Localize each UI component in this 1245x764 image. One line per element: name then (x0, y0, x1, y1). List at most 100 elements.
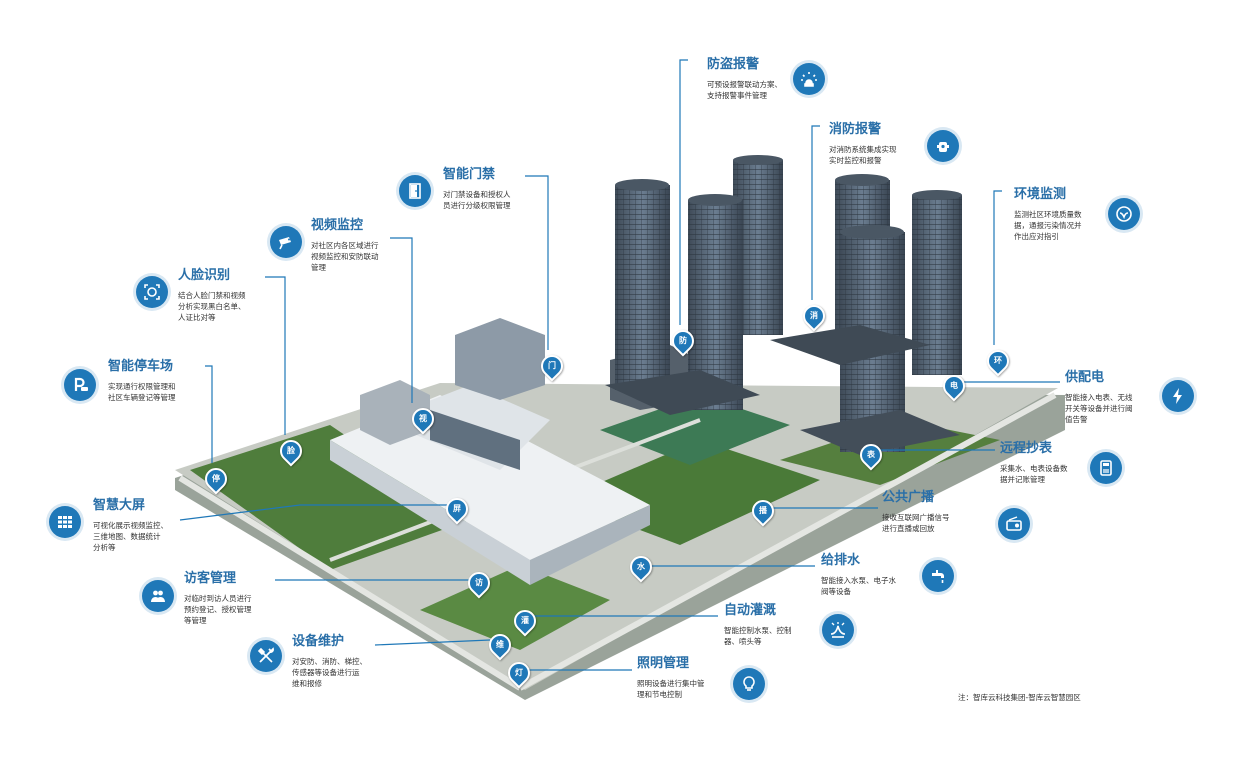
museum-glass (430, 410, 520, 470)
faucet-icon (922, 560, 954, 592)
description-line: 采集水、电表设备数 (1000, 464, 1068, 473)
description-line: 分析实现黑白名单、 (178, 302, 246, 311)
description-line: 照明设备进行集中管 (637, 679, 705, 688)
callout-description: 实现通行权限管理和社区车辆登记等管理 (108, 381, 176, 403)
description-line: 分析等 (93, 543, 116, 552)
court (600, 395, 790, 465)
description-line: 对门禁设备和授权人 (443, 190, 511, 199)
leader-line-anti-theft (679, 59, 688, 325)
callout-description: 对社区内各区域进行视频监控和安防联动管理 (311, 240, 379, 273)
low-block-2 (455, 318, 545, 400)
leader-line-fire (811, 125, 820, 300)
callout-description: 智能控制水泵、控制器、喷头等 (724, 625, 792, 647)
callout-description: 对门禁设备和授权人员进行分级权限管理 (443, 189, 511, 211)
callout-title: 环境监测 (1014, 187, 1067, 202)
description-line: 理和节电控制 (637, 690, 682, 699)
description-line: 器、喷头等 (724, 637, 762, 646)
pin-label: 表 (867, 450, 875, 459)
description-line: 值告警 (1065, 415, 1088, 424)
road-2 (518, 392, 1057, 691)
pin-label: 水 (637, 562, 645, 571)
leader-line-maint (374, 639, 491, 646)
pin-label: 访 (475, 578, 483, 587)
pin-label: 维 (496, 640, 504, 649)
leader-line-video (390, 237, 413, 403)
pin-label: 消 (810, 311, 818, 320)
description-line: 三维地图、数据统计 (93, 532, 161, 541)
description-line: 对社区内各区域进行 (311, 241, 379, 250)
callout-description: 监测社区环境质量数据，通报污染情况并作出应对指引 (1014, 209, 1082, 242)
callout-title: 远程抄表 (1000, 441, 1053, 456)
podium-1 (605, 370, 760, 415)
callout-title: 视频监控 (311, 218, 364, 233)
callout-title: 给排水 (821, 553, 861, 568)
callout-title: 设备维护 (292, 634, 345, 649)
description-line: 可预设报警联动方案、 (707, 80, 782, 89)
callout-description: 接收互联网广播信号进行直播或回放 (882, 512, 950, 534)
description-line: 据并记账管理 (1000, 475, 1045, 484)
description-line: 可视化展示视频监控、 (93, 521, 168, 530)
meter-icon (1090, 452, 1122, 484)
pin-label: 防 (679, 336, 687, 345)
callout-description: 智能接入电表、无线开关等设备并进行阈值告警 (1065, 392, 1133, 425)
description-line: 人证比对等 (178, 313, 216, 322)
pin-label: 电 (950, 381, 958, 390)
callout-title: 智能门禁 (443, 167, 496, 182)
description-line: 实时监控和报警 (829, 156, 882, 165)
callout-description: 对消防系统集成实现实时监控和报警 (829, 144, 897, 166)
leader-lines (179, 59, 1060, 671)
camera-icon (270, 226, 302, 258)
leader-line-parking (205, 365, 213, 463)
description-line: 据，通报污染情况并 (1014, 221, 1082, 230)
pin-label: 灯 (515, 668, 523, 677)
pin-label: 脸 (287, 446, 295, 455)
pin-label: 停 (212, 474, 220, 483)
footnote: 注：智库云科技集团-智库云智慧园区 (958, 693, 1081, 702)
parking-icon (64, 369, 96, 401)
lawn-front (420, 565, 610, 650)
museum-front (330, 440, 530, 585)
callout-title: 智慧大屏 (93, 498, 146, 513)
leader-line-env (993, 190, 1002, 345)
description-line: 开关等设备并进行阈 (1065, 404, 1133, 413)
face-icon (136, 276, 168, 308)
callout-title: 防盗报警 (707, 57, 760, 72)
description-line: 支持报警事件管理 (707, 91, 767, 100)
description-line: 接收互联网广播信号 (882, 513, 950, 522)
callout-description: 照明设备进行集中管理和节电控制 (637, 678, 705, 700)
description-line: 对安防、消防、梯控、 (292, 657, 367, 666)
leader-line-door (525, 175, 549, 350)
description-line: 作出应对指引 (1014, 232, 1059, 241)
pin-label: 灌 (521, 616, 529, 625)
tools-icon (250, 640, 282, 672)
description-line: 智能接入水泵、电子水 (821, 576, 896, 585)
callout-title: 消防报警 (829, 122, 882, 137)
siren-icon (793, 63, 825, 95)
callout-title: 供配电 (1065, 370, 1105, 385)
visitor-icon (142, 580, 174, 612)
description-line: 监测社区环境质量数 (1014, 210, 1082, 219)
callout-description: 对安防、消防、梯控、传感器等设备进行运维和报修 (292, 656, 367, 689)
callout-description: 智能接入水泵、电子水阀等设备 (821, 575, 896, 597)
description-line: 等管理 (184, 616, 207, 625)
grid-icon (49, 506, 81, 538)
pin-label: 环 (994, 356, 1002, 365)
pin-label: 视 (419, 414, 427, 423)
description-line: 结合人脸门禁和视频 (178, 291, 246, 300)
callout-title: 公共广播 (882, 490, 935, 505)
radio-icon (998, 508, 1030, 540)
lightning-icon (1162, 380, 1194, 412)
callout-description: 可预设报警联动方案、支持报警事件管理 (707, 79, 782, 101)
callout-title: 自动灌溉 (724, 603, 777, 618)
museum-side (530, 505, 650, 585)
description-line: 进行直播或回放 (882, 524, 935, 533)
description-line: 阀等设备 (821, 587, 851, 596)
bulb-icon (733, 668, 765, 700)
sprinkler-icon (822, 614, 854, 646)
podium-2 (770, 325, 930, 365)
callout-title: 人脸识别 (178, 268, 231, 283)
description-line: 对消防系统集成实现 (829, 145, 897, 154)
pin-label: 屏 (453, 504, 461, 513)
